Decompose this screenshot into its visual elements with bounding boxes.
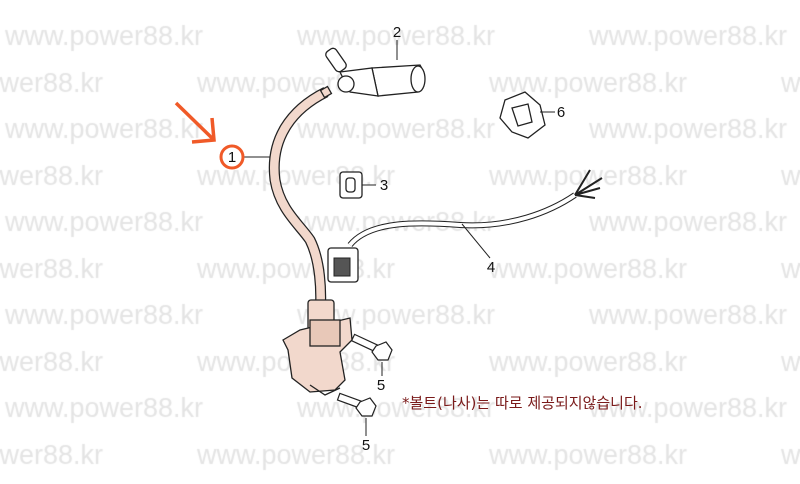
clip-part — [339, 171, 363, 199]
bolt-upper — [350, 333, 393, 361]
highlight-arrow-icon — [174, 101, 216, 144]
clamp-part — [499, 91, 546, 139]
callout-5-lower: 5 — [362, 437, 370, 454]
ignition-coil — [268, 85, 353, 396]
callout-1: 1 — [228, 149, 236, 166]
callout-4: 4 — [487, 259, 495, 276]
spark-plug-cap — [325, 47, 426, 97]
callout-5-upper: 5 — [377, 377, 385, 394]
bolt-not-included-note: *볼트(나사)는 따로 제공되지않습니다. — [402, 394, 643, 412]
callout-3: 3 — [380, 177, 388, 194]
highlight-circle — [219, 144, 245, 170]
bolt-lower — [336, 392, 377, 417]
wire-harness — [327, 169, 603, 283]
leader-lines — [243, 40, 555, 436]
callout-6: 6 — [557, 104, 565, 121]
callout-2: 2 — [393, 24, 401, 41]
